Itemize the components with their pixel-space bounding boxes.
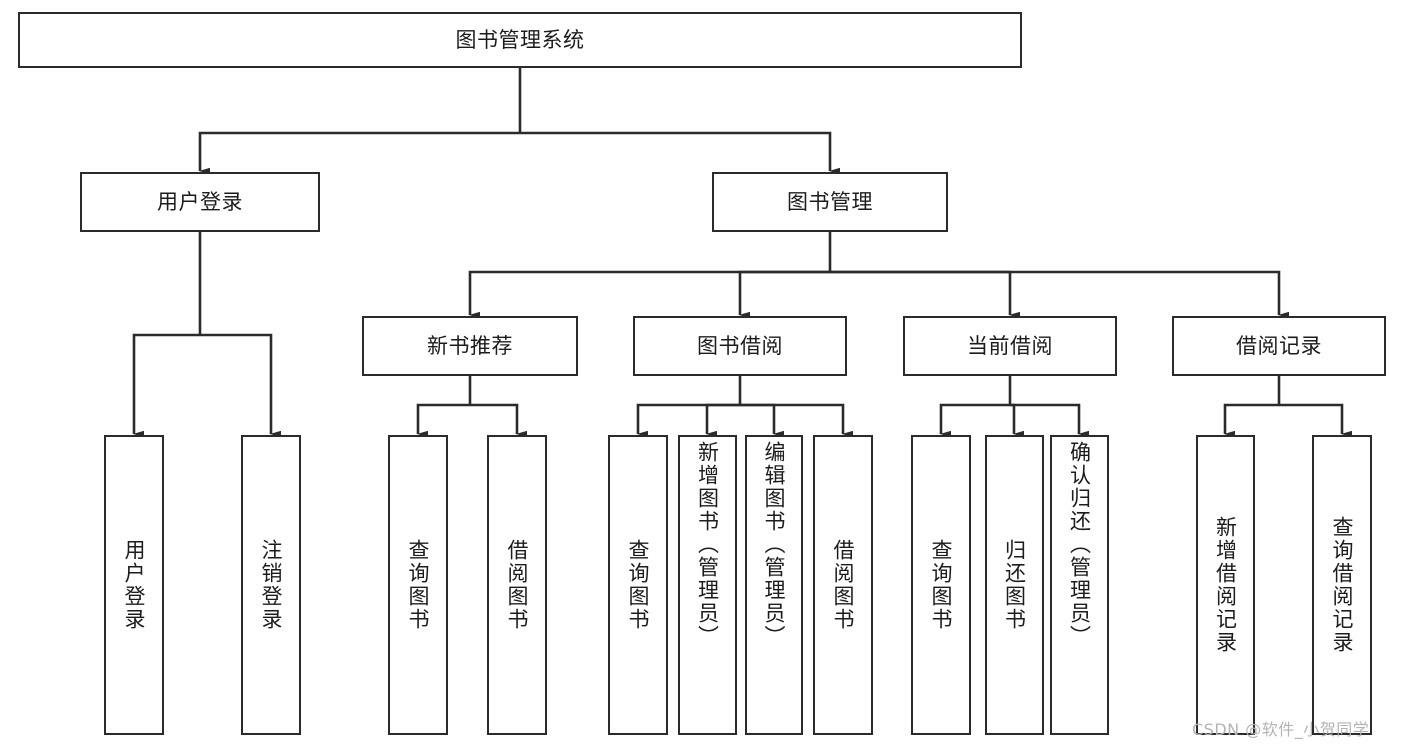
- diagram-node-label: 确认归还（管理员）: [1067, 441, 1092, 648]
- diagram-node-label: 当前借阅: [967, 333, 1053, 358]
- diagram-node-level3-10[interactable]: 新增图书（管理员）: [678, 435, 737, 735]
- edge-connector: [1279, 403, 1352, 438]
- diagram-node-label: 用户登录: [157, 189, 243, 214]
- diagram-node-label: 图书管理: [787, 189, 873, 214]
- diagram-node-level3-18[interactable]: 新增借阅记录: [1196, 435, 1255, 735]
- edge-connector: [416, 403, 470, 438]
- diagram-node-label: 图书管理系统: [455, 27, 585, 52]
- diagram-node-level2-17[interactable]: 借阅记录: [1172, 316, 1386, 376]
- diagram-node-level1-1[interactable]: 用户登录: [80, 172, 320, 232]
- edge-connector: [1223, 403, 1279, 438]
- diagram-node-level2-2[interactable]: 用户登录: [104, 435, 164, 735]
- diagram-node-label: 新书推荐: [427, 333, 513, 358]
- diagram-node-label: 注销登录: [259, 539, 284, 631]
- csdn-watermark: CSDN @软件_小贺同学: [1192, 720, 1370, 739]
- edge-connector: [520, 131, 840, 175]
- edge-connector: [636, 403, 740, 438]
- diagram-node-level3-16[interactable]: 确认归还（管理员）: [1050, 435, 1109, 735]
- edge-connector: [1010, 403, 1024, 438]
- diagram-node-label: 新增图书（管理员）: [695, 441, 720, 648]
- diagram-node-level2-8[interactable]: 图书借阅: [633, 316, 847, 376]
- diagram-node-label: 查询图书: [406, 539, 431, 631]
- edge-connector: [470, 403, 527, 438]
- diagram-node-label: 新增借阅记录: [1213, 516, 1238, 654]
- diagram-node-level3-9[interactable]: 查询图书: [608, 435, 668, 735]
- diagram-node-level2-3[interactable]: 注销登录: [241, 435, 301, 735]
- diagram-node-level3-14[interactable]: 查询图书: [911, 435, 971, 735]
- diagram-node-label: 归还图书: [1002, 539, 1027, 631]
- edge-connector: [830, 270, 1289, 319]
- diagram-node-label: 图书借阅: [697, 333, 783, 358]
- edge-connector: [738, 270, 830, 319]
- edge-connector: [468, 270, 830, 319]
- diagram-node-label: 查询借阅记录: [1330, 516, 1355, 654]
- diagram-node-label: 用户登录: [122, 539, 147, 631]
- diagram-node-level3-12[interactable]: 借阅图书: [813, 435, 873, 735]
- edge-connector: [200, 333, 281, 438]
- diagram-node-label: 查询图书: [626, 539, 651, 631]
- edge-connector: [705, 403, 740, 438]
- diagram-node-level3-7[interactable]: 借阅图书: [487, 435, 547, 735]
- edge-connector: [830, 270, 1020, 319]
- diagram-node-label: 借阅记录: [1236, 333, 1322, 358]
- diagram-node-label: 编辑图书（管理员）: [762, 441, 787, 648]
- diagram-node-level3-11[interactable]: 编辑图书（管理员）: [745, 435, 803, 735]
- edge-connector: [740, 403, 784, 438]
- diagram-node-level3-15[interactable]: 归还图书: [985, 435, 1044, 735]
- edge-connector: [198, 131, 520, 175]
- diagram-node-level1-4[interactable]: 图书管理: [712, 172, 948, 232]
- diagram-node-level3-6[interactable]: 查询图书: [388, 435, 448, 735]
- diagram-node-label: 借阅图书: [505, 539, 530, 631]
- edge-connector: [939, 403, 1010, 438]
- diagram-node-level2-13[interactable]: 当前借阅: [903, 316, 1117, 376]
- diagram-node-label: 查询图书: [929, 539, 954, 631]
- diagram-node-root-0[interactable]: 图书管理系统: [18, 12, 1022, 68]
- diagram-node-level3-19[interactable]: 查询借阅记录: [1312, 435, 1372, 735]
- edge-connector: [132, 333, 200, 438]
- diagram-node-label: 借阅图书: [831, 539, 856, 631]
- edge-connector: [740, 403, 853, 438]
- edge-connector: [1010, 403, 1089, 438]
- diagram-node-level2-5[interactable]: 新书推荐: [362, 316, 578, 376]
